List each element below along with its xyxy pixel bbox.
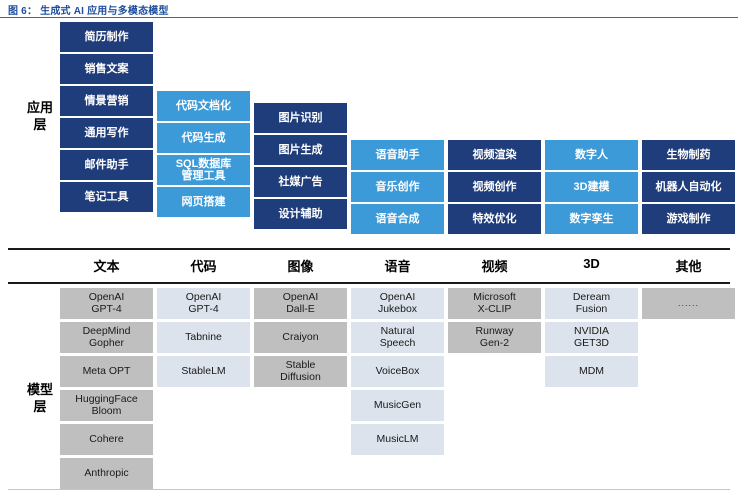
model-cell[interactable]: Anthropic (60, 458, 153, 489)
app-cell[interactable]: 笔记工具 (60, 182, 153, 212)
app-cell[interactable]: 代码生成 (157, 123, 250, 153)
app-column-图像: 图片识别图片生成社媒广告设计辅助 (254, 103, 347, 231)
title-underline (0, 17, 738, 18)
model-layer-label: 模型层 (26, 382, 53, 414)
category-header-文本: 文本 (93, 259, 120, 274)
model-cell[interactable]: ...... (642, 288, 735, 319)
app-cell[interactable]: 图片识别 (254, 103, 347, 133)
app-cell[interactable]: 视频渲染 (448, 140, 541, 170)
app-cell[interactable]: 简历制作 (60, 22, 153, 52)
model-cell[interactable]: MDM (545, 356, 638, 387)
app-cell[interactable]: 设计辅助 (254, 199, 347, 229)
model-cell[interactable]: Tabnine (157, 322, 250, 353)
model-column-其他: ...... (642, 288, 735, 322)
header-rule-bottom (8, 282, 730, 284)
figure-bottom-rule (8, 489, 730, 490)
app-cell[interactable]: 特效优化 (448, 204, 541, 234)
app-cell[interactable]: 通用写作 (60, 118, 153, 148)
app-cell[interactable]: 社媒广告 (254, 167, 347, 197)
app-column-语音: 语音助手音乐创作语音合成 (351, 140, 444, 236)
application-layer-label: 应用层 (26, 100, 53, 132)
figure-title: 图 6： 生成式 AI 应用与多模态模型 (8, 6, 169, 17)
app-cell[interactable]: 语音助手 (351, 140, 444, 170)
app-cell[interactable]: 游戏制作 (642, 204, 735, 234)
model-cell[interactable]: Meta OPT (60, 356, 153, 387)
model-cell[interactable]: Craiyon (254, 322, 347, 353)
app-cell[interactable]: 3D建模 (545, 172, 638, 202)
app-cell[interactable]: 机器人自动化 (642, 172, 735, 202)
category-header-图像: 图像 (287, 259, 314, 274)
category-header-语音: 语音 (384, 259, 411, 274)
app-cell[interactable]: 代码文档化 (157, 91, 250, 121)
header-rule-top (8, 248, 730, 250)
app-cell[interactable]: 视频创作 (448, 172, 541, 202)
model-cell[interactable]: Cohere (60, 424, 153, 455)
category-header-视频: 视频 (481, 259, 508, 274)
app-cell[interactable]: 数字孪生 (545, 204, 638, 234)
model-cell[interactable]: MusicGen (351, 390, 444, 421)
app-cell[interactable]: 数字人 (545, 140, 638, 170)
model-cell[interactable]: VoiceBox (351, 356, 444, 387)
category-header-代码: 代码 (190, 259, 217, 274)
app-column-其他: 生物制药机器人自动化游戏制作 (642, 140, 735, 236)
category-header-其他: 其他 (675, 259, 702, 274)
category-header-band: 文本 代码 图像 语音 视频 3D 其他 (0, 248, 738, 284)
app-cell[interactable]: 语音合成 (351, 204, 444, 234)
app-cell[interactable]: 邮件助手 (60, 150, 153, 180)
app-column-视频: 视频渲染视频创作特效优化 (448, 140, 541, 236)
app-cell[interactable]: SQL数据库管理工具 (157, 155, 250, 185)
model-cell[interactable]: MusicLM (351, 424, 444, 455)
model-cell[interactable]: StableLM (157, 356, 250, 387)
app-cell[interactable]: 网页搭建 (157, 187, 250, 217)
app-cell[interactable]: 音乐创作 (351, 172, 444, 202)
app-cell[interactable]: 生物制药 (642, 140, 735, 170)
category-header-3D: 3D (583, 256, 600, 271)
app-column-文本: 简历制作销售文案情景营销通用写作邮件助手笔记工具 (60, 22, 153, 214)
app-cell[interactable]: 情景营销 (60, 86, 153, 116)
app-cell[interactable]: 图片生成 (254, 135, 347, 165)
app-cell[interactable]: 销售文案 (60, 54, 153, 84)
